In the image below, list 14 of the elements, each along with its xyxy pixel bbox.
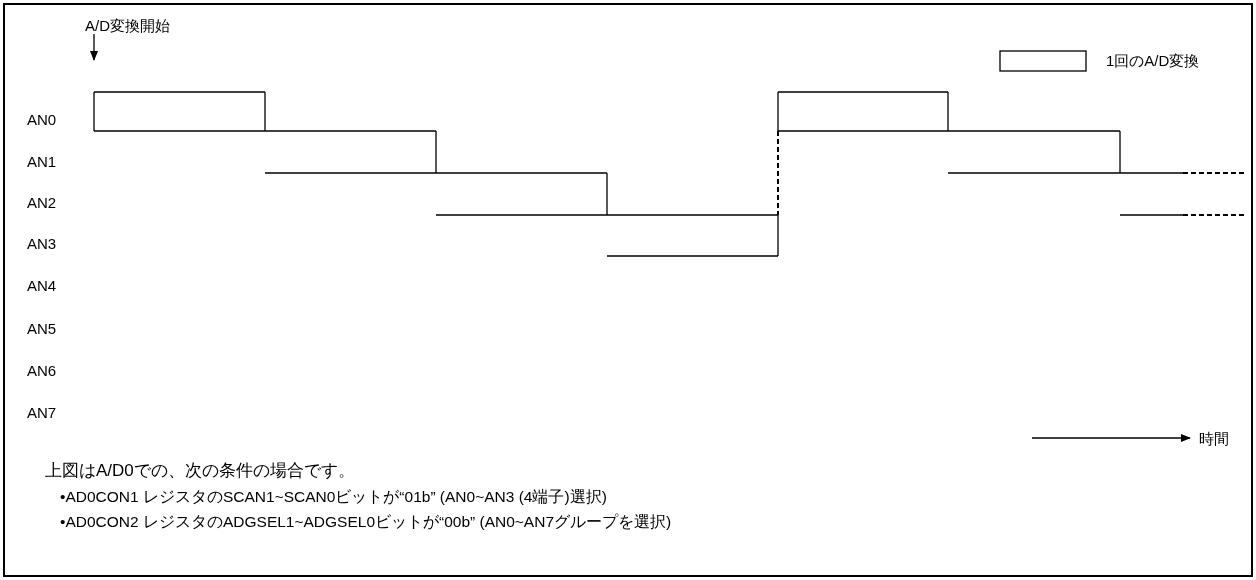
- condition-text: •AD0CON2 レジスタのADGSEL1~ADGSEL0ビットが“00b” (AN0~AN7グループを選択): [60, 513, 672, 531]
- channel-label: AN7: [27, 404, 57, 422]
- time-label: 時間: [1199, 430, 1229, 448]
- legend-label: 1回のA/D変換: [1106, 52, 1200, 70]
- channel-label: AN5: [27, 320, 57, 338]
- start-label: A/D変換開始: [85, 17, 170, 35]
- condition-text: •AD0CON1 レジスタのSCAN1~SCAN0ビットが“01b” (AN0~AN3 (4端子)選択): [60, 488, 607, 506]
- channel-label: AN0: [27, 111, 57, 129]
- channel-label: AN4: [27, 277, 57, 295]
- channel-label: AN1: [27, 153, 57, 171]
- channel-label: AN6: [27, 362, 57, 380]
- note-text: 上図はA/D0での、次の条件の場合です。: [45, 462, 355, 480]
- channel-label: AN3: [27, 235, 57, 253]
- channel-label: AN2: [27, 194, 57, 212]
